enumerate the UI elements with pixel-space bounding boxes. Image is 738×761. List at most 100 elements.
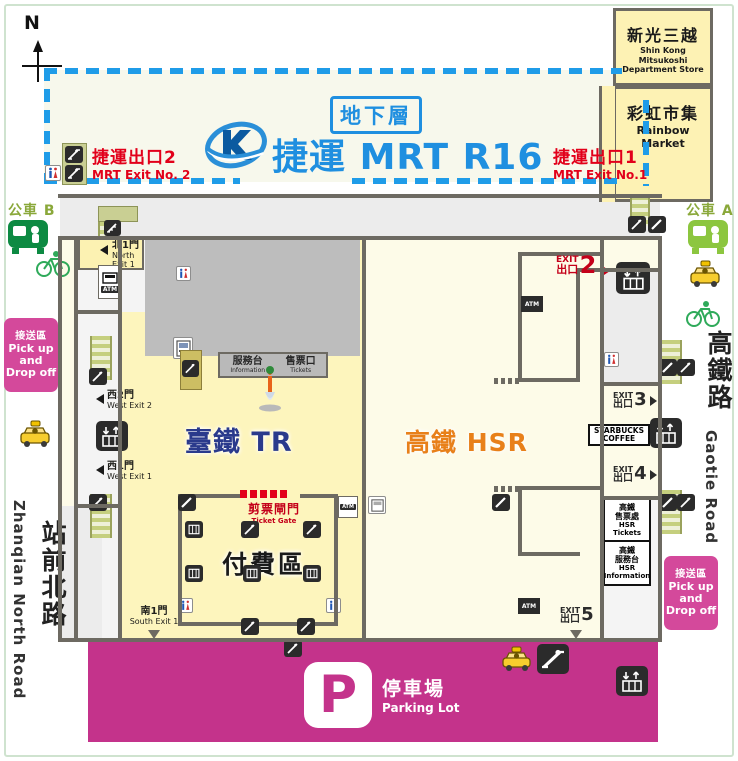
pickup-en1-right: Pick up (668, 580, 714, 593)
shin-kong-name-cn: 新光三越 (626, 26, 699, 45)
escalator-icon[interactable] (65, 165, 83, 182)
mrt-title: 捷運 MRT R16 (272, 128, 543, 180)
north-exit-1-en2: Exit 1 (112, 260, 135, 269)
escalator-icon[interactable] (241, 521, 259, 538)
pickup-en3-right: Drop off (665, 604, 717, 617)
escalator-icon[interactable] (537, 644, 569, 674)
mrt-floor-badge: 地下層 (330, 96, 422, 134)
stairs-icon[interactable] (178, 494, 196, 511)
escalator-icon[interactable] (284, 640, 302, 657)
mrt-boundary-bottom-right (352, 178, 620, 184)
bicycle-icon (36, 251, 70, 277)
stairs-icon[interactable] (648, 216, 666, 233)
hsr-tickets-en2: Tickets (612, 529, 642, 537)
escalator-icon[interactable] (677, 494, 695, 511)
pickup-dropoff-left[interactable]: 接送區 Pick up and Drop off (4, 318, 58, 392)
taxi-icon (20, 420, 50, 447)
tr-hall-title: 臺鐵 TR (185, 420, 293, 459)
hsr-title-cn: 高鐵 (405, 428, 458, 457)
mrt-exit-2-en: MRT Exit No. 2 (92, 168, 191, 182)
tr-hall-wall-left (118, 236, 122, 642)
pickup-cn-right: 接送區 (675, 569, 707, 580)
south-exit-1-en: South Exit 1 (129, 617, 179, 626)
gate-tick (280, 490, 287, 498)
exit-5-label[interactable]: EXIT 出口 5 (560, 603, 594, 627)
exit-4-cn: 出口 (613, 473, 634, 484)
krtc-logo-icon (205, 121, 267, 169)
escalator-icon[interactable] (182, 360, 199, 377)
elevator-icon[interactable] (185, 521, 203, 538)
information-counter[interactable]: 服務台 Information (230, 356, 265, 374)
hsr-info-cn1: 高鐵 (619, 546, 635, 555)
west-exit-2-arrow-icon (96, 394, 104, 404)
escalator-icon[interactable] (65, 146, 83, 163)
shin-kong-building (613, 8, 713, 86)
elevator-icon[interactable] (303, 565, 321, 582)
elevator-icon[interactable] (650, 418, 682, 448)
elevator-icon[interactable] (243, 565, 261, 582)
atm-label: ATM (340, 504, 356, 510)
tickets-en: Tickets (290, 367, 312, 374)
left-room-wall-top (74, 504, 122, 508)
hsr-wall-lower-left (518, 486, 522, 556)
exit-2-label[interactable]: EXIT 出口 2 (556, 253, 596, 277)
stairs-icon[interactable] (659, 359, 677, 376)
stairs-icon[interactable] (492, 494, 510, 511)
atm-icon[interactable]: ATM (518, 598, 540, 614)
mrt-exit-2-cn: 捷運出口2 (92, 148, 177, 168)
tr-hsr-divider (362, 238, 366, 642)
hsr-wall-inner (576, 268, 580, 382)
restroom-icon[interactable] (45, 165, 61, 181)
rainbow-market-name-en2: Market (641, 137, 685, 150)
hsr-tickets-box[interactable]: 高鐵 售票處 HSR Tickets (603, 498, 651, 542)
escalator-icon[interactable] (303, 521, 321, 538)
hsr-title-en: HSR (466, 428, 528, 457)
atm-icon[interactable]: ATM (521, 296, 543, 312)
stairs-icon[interactable] (659, 494, 677, 511)
escalator-icon[interactable] (241, 618, 259, 635)
exit-3-label[interactable]: EXIT 出口 3 (613, 388, 647, 412)
tickets-counter[interactable]: 售票口 Tickets (286, 356, 316, 374)
escalator-icon[interactable] (89, 368, 107, 385)
ticket-gate-cn: 剪票閘門 (247, 502, 300, 516)
atm-icon[interactable]: ATM (338, 496, 358, 518)
service-counter[interactable]: 服務台 Information 售票口 Tickets (218, 352, 328, 378)
mrt-title-en: MRT R16 (359, 137, 544, 178)
gaotie-road-en: Gaotie Road (702, 430, 720, 545)
elevator-icon[interactable] (96, 421, 128, 451)
rainbow-market-building (613, 86, 713, 202)
stairs-icon[interactable] (104, 220, 121, 236)
compass-rose: N (20, 12, 80, 82)
exit-3-en: EXIT (613, 391, 634, 400)
exit-4-label[interactable]: EXIT 出口 4 (613, 462, 647, 486)
gaotie-road-cn: 高鐵路 (704, 330, 733, 411)
information-en: Information (230, 367, 266, 374)
elevator-icon[interactable] (185, 565, 203, 582)
exit-2-en: EXIT (556, 255, 579, 265)
hsr-wall-lower-bottom (518, 552, 580, 556)
shin-kong-name-en1: Shin Kong (640, 46, 686, 55)
zhanqian-road-en: Zhanqian North Road (10, 500, 28, 700)
pickup-dropoff-right[interactable]: 接送區 Pick up and Drop off (664, 556, 718, 630)
elevator-icon[interactable] (616, 262, 650, 294)
bus-icon (8, 220, 48, 254)
escalator-icon[interactable] (677, 359, 695, 376)
hsr-tickets-cn1: 高鐵 (619, 503, 635, 512)
escalator-icon[interactable] (297, 618, 315, 635)
ticket-gate-marks (240, 490, 287, 498)
hsr-wall-top (518, 252, 604, 256)
elevator-icon[interactable] (616, 666, 648, 696)
escalator-icon[interactable] (89, 494, 107, 511)
taxi-icon (690, 260, 720, 287)
starbucks-label[interactable]: STARBUCKS COFFEE (588, 424, 650, 446)
fountain-icon (259, 366, 281, 412)
ticket-machine-icon[interactable] (368, 496, 386, 514)
concourse-wall-right (658, 236, 662, 642)
restroom-icon[interactable] (604, 352, 619, 367)
gate-tick (250, 490, 257, 498)
restroom-icon[interactable] (176, 266, 191, 281)
escalator-icon[interactable] (628, 216, 646, 233)
hsr-information-box[interactable]: 高鐵 服務台 HSR Information (603, 542, 651, 586)
right-room-divider-a (600, 382, 660, 386)
hsr-info-cn2: 服務台 (615, 555, 639, 564)
